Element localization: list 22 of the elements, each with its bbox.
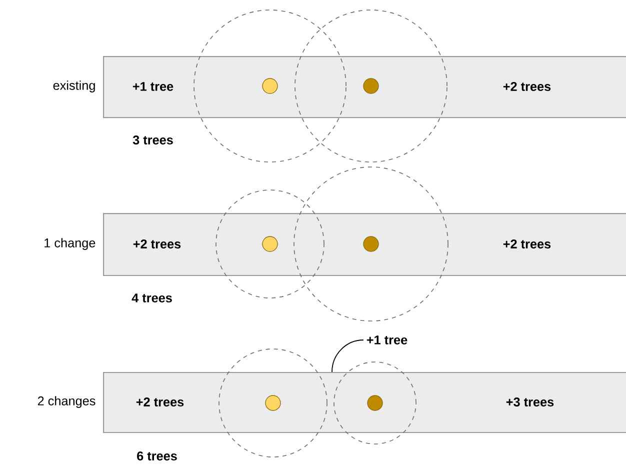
range-circle (294, 10, 448, 162)
tree-dot (265, 395, 281, 411)
range-circle (216, 190, 324, 298)
total-label: 4 trees (132, 294, 172, 302)
tree-band: +1 tree +2 trees (103, 56, 626, 118)
range-circle (334, 362, 416, 444)
range-circle (218, 348, 328, 458)
callout-label: +1 tree (366, 336, 408, 344)
tree-dot (262, 78, 278, 94)
total-label: 3 trees (132, 136, 173, 144)
leader-line (332, 340, 364, 372)
tree-dot (363, 78, 379, 94)
total-label: 6 trees (137, 452, 177, 460)
range-circle (294, 166, 448, 322)
row-label: 2 changes (38, 396, 96, 408)
row-label: existing (53, 80, 95, 92)
tree-band: +2 trees +2 trees (103, 213, 626, 276)
tree-band: +2 trees +3 trees (103, 372, 626, 434)
row-label: 1 change (44, 238, 96, 250)
range-circle (194, 10, 346, 162)
tree-dot (262, 236, 278, 252)
tree-dot (367, 395, 383, 411)
